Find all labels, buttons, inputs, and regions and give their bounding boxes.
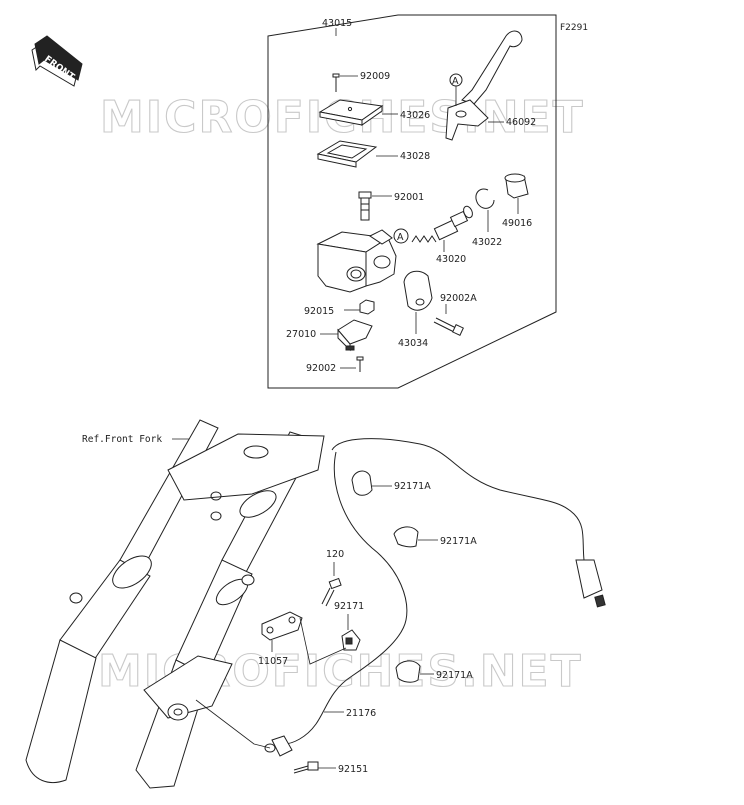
part-92015-nut: [359, 299, 375, 315]
part-21176-harness: [264, 438, 606, 757]
callout-92171A-3: 92171A: [436, 670, 473, 681]
part-43034-clamp: [403, 270, 433, 311]
marker-a-cylinder: A: [397, 232, 404, 243]
part-43022-circlip: [475, 188, 495, 209]
callout-43034: 43034: [398, 338, 428, 349]
callout-11057: 11057: [258, 656, 288, 667]
callout-92151: 92151: [338, 764, 368, 775]
callout-92002A: 92002A: [440, 293, 477, 304]
callout-43020: 43020: [436, 254, 466, 265]
part-92001-bolt: [358, 191, 372, 221]
part-92002A-bolt: [433, 317, 464, 336]
part-master-cylinder-body: [316, 229, 397, 293]
callout-43026: 43026: [400, 110, 430, 121]
callout-92171: 92171: [334, 601, 364, 612]
figure-number: F2291: [560, 23, 588, 33]
part-43028-diaphragm: [316, 140, 378, 168]
callout-92171A-1: 92171A: [394, 481, 431, 492]
part-49016-boot: [504, 173, 529, 199]
part-92171A-clip-2: [393, 526, 419, 548]
part-92171A-clip-3: [395, 660, 421, 683]
callout-49016: 49016: [502, 218, 532, 229]
part-43020-piston-set: [411, 205, 473, 243]
part-92002-screw: [356, 356, 364, 372]
callout-27010: 27010: [286, 329, 316, 340]
front-arrow-icon: FRONT: [31, 35, 83, 87]
ref-front-fork-label: Ref.Front Fork: [82, 434, 162, 445]
part-46092-lever: [445, 30, 523, 141]
part-92151-bolt: [293, 761, 319, 774]
assembly-frame: [267, 14, 557, 389]
callout-92015: 92015: [304, 306, 334, 317]
callout-43028: 43028: [400, 151, 430, 162]
part-92009-screw: [332, 73, 340, 92]
callout-43015: 43015: [322, 18, 352, 29]
callout-92001: 92001: [394, 192, 424, 203]
part-92171A-clip-1: [351, 470, 373, 496]
callout-92002: 92002: [306, 363, 336, 374]
callout-120: 120: [326, 549, 344, 560]
part-92171-clamp: [341, 629, 361, 651]
part-11057-bracket: [261, 611, 303, 641]
front-fork-drawing: [25, 419, 325, 789]
callout-46092: 46092: [506, 117, 536, 128]
marker-a-lever: A: [452, 76, 459, 87]
part-43026-cap: [318, 99, 384, 126]
callout-92009: 92009: [360, 71, 390, 82]
part-120-bolt: [321, 577, 342, 607]
callout-92171A-2: 92171A: [440, 536, 477, 547]
callout-21176: 21176: [346, 708, 376, 719]
part-27010-switch: [337, 319, 373, 352]
callout-43022: 43022: [472, 237, 502, 248]
